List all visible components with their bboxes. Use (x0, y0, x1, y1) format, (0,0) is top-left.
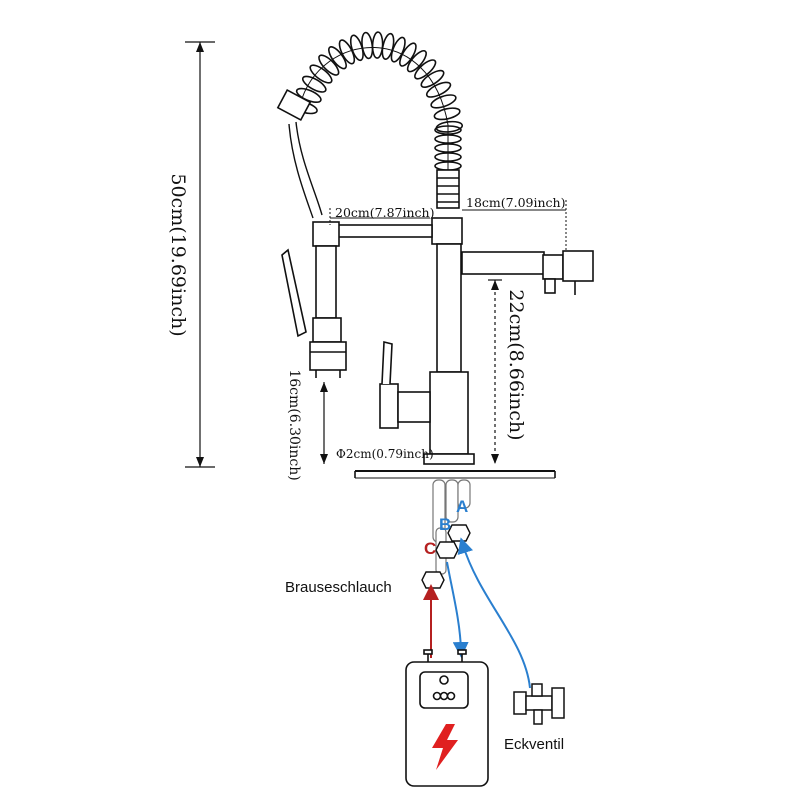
spout-reach-label: 20cm(7.87inch) (335, 205, 434, 220)
arm-reach-label: 18cm(7.09inch) (466, 195, 565, 210)
port-b-label: B (439, 515, 451, 534)
total-height-dimension (185, 41, 215, 468)
spout-height-label: 22cm(8.66inch) (505, 289, 527, 440)
total-height-label: 50cm(19.69inch) (167, 173, 189, 336)
spout-height-dimension (488, 279, 502, 464)
hole-diameter-label: Φ2cm(0.79inch) (336, 447, 434, 461)
warning-icon (432, 724, 458, 770)
connection-arrows (423, 537, 531, 689)
sprayer-height-label: 16cm(6.30inch) (286, 369, 302, 480)
supply-hoses (432, 479, 471, 575)
spring-end-cap (276, 88, 312, 122)
port-a-label: A (456, 497, 468, 516)
sprayer-head (281, 245, 347, 378)
shower-hose-label: Brauseschlauch (285, 579, 392, 596)
pull-down-hose (295, 121, 323, 216)
faucet-body (312, 169, 594, 479)
reach-dimensions (329, 200, 567, 250)
spring-coil (291, 31, 464, 171)
angle-valve-label: Eckventil (504, 736, 564, 753)
sprayer-height-dimension (320, 382, 328, 464)
water-heater (405, 649, 489, 787)
angle-valve (513, 683, 565, 725)
port-c-label: C (424, 539, 436, 558)
